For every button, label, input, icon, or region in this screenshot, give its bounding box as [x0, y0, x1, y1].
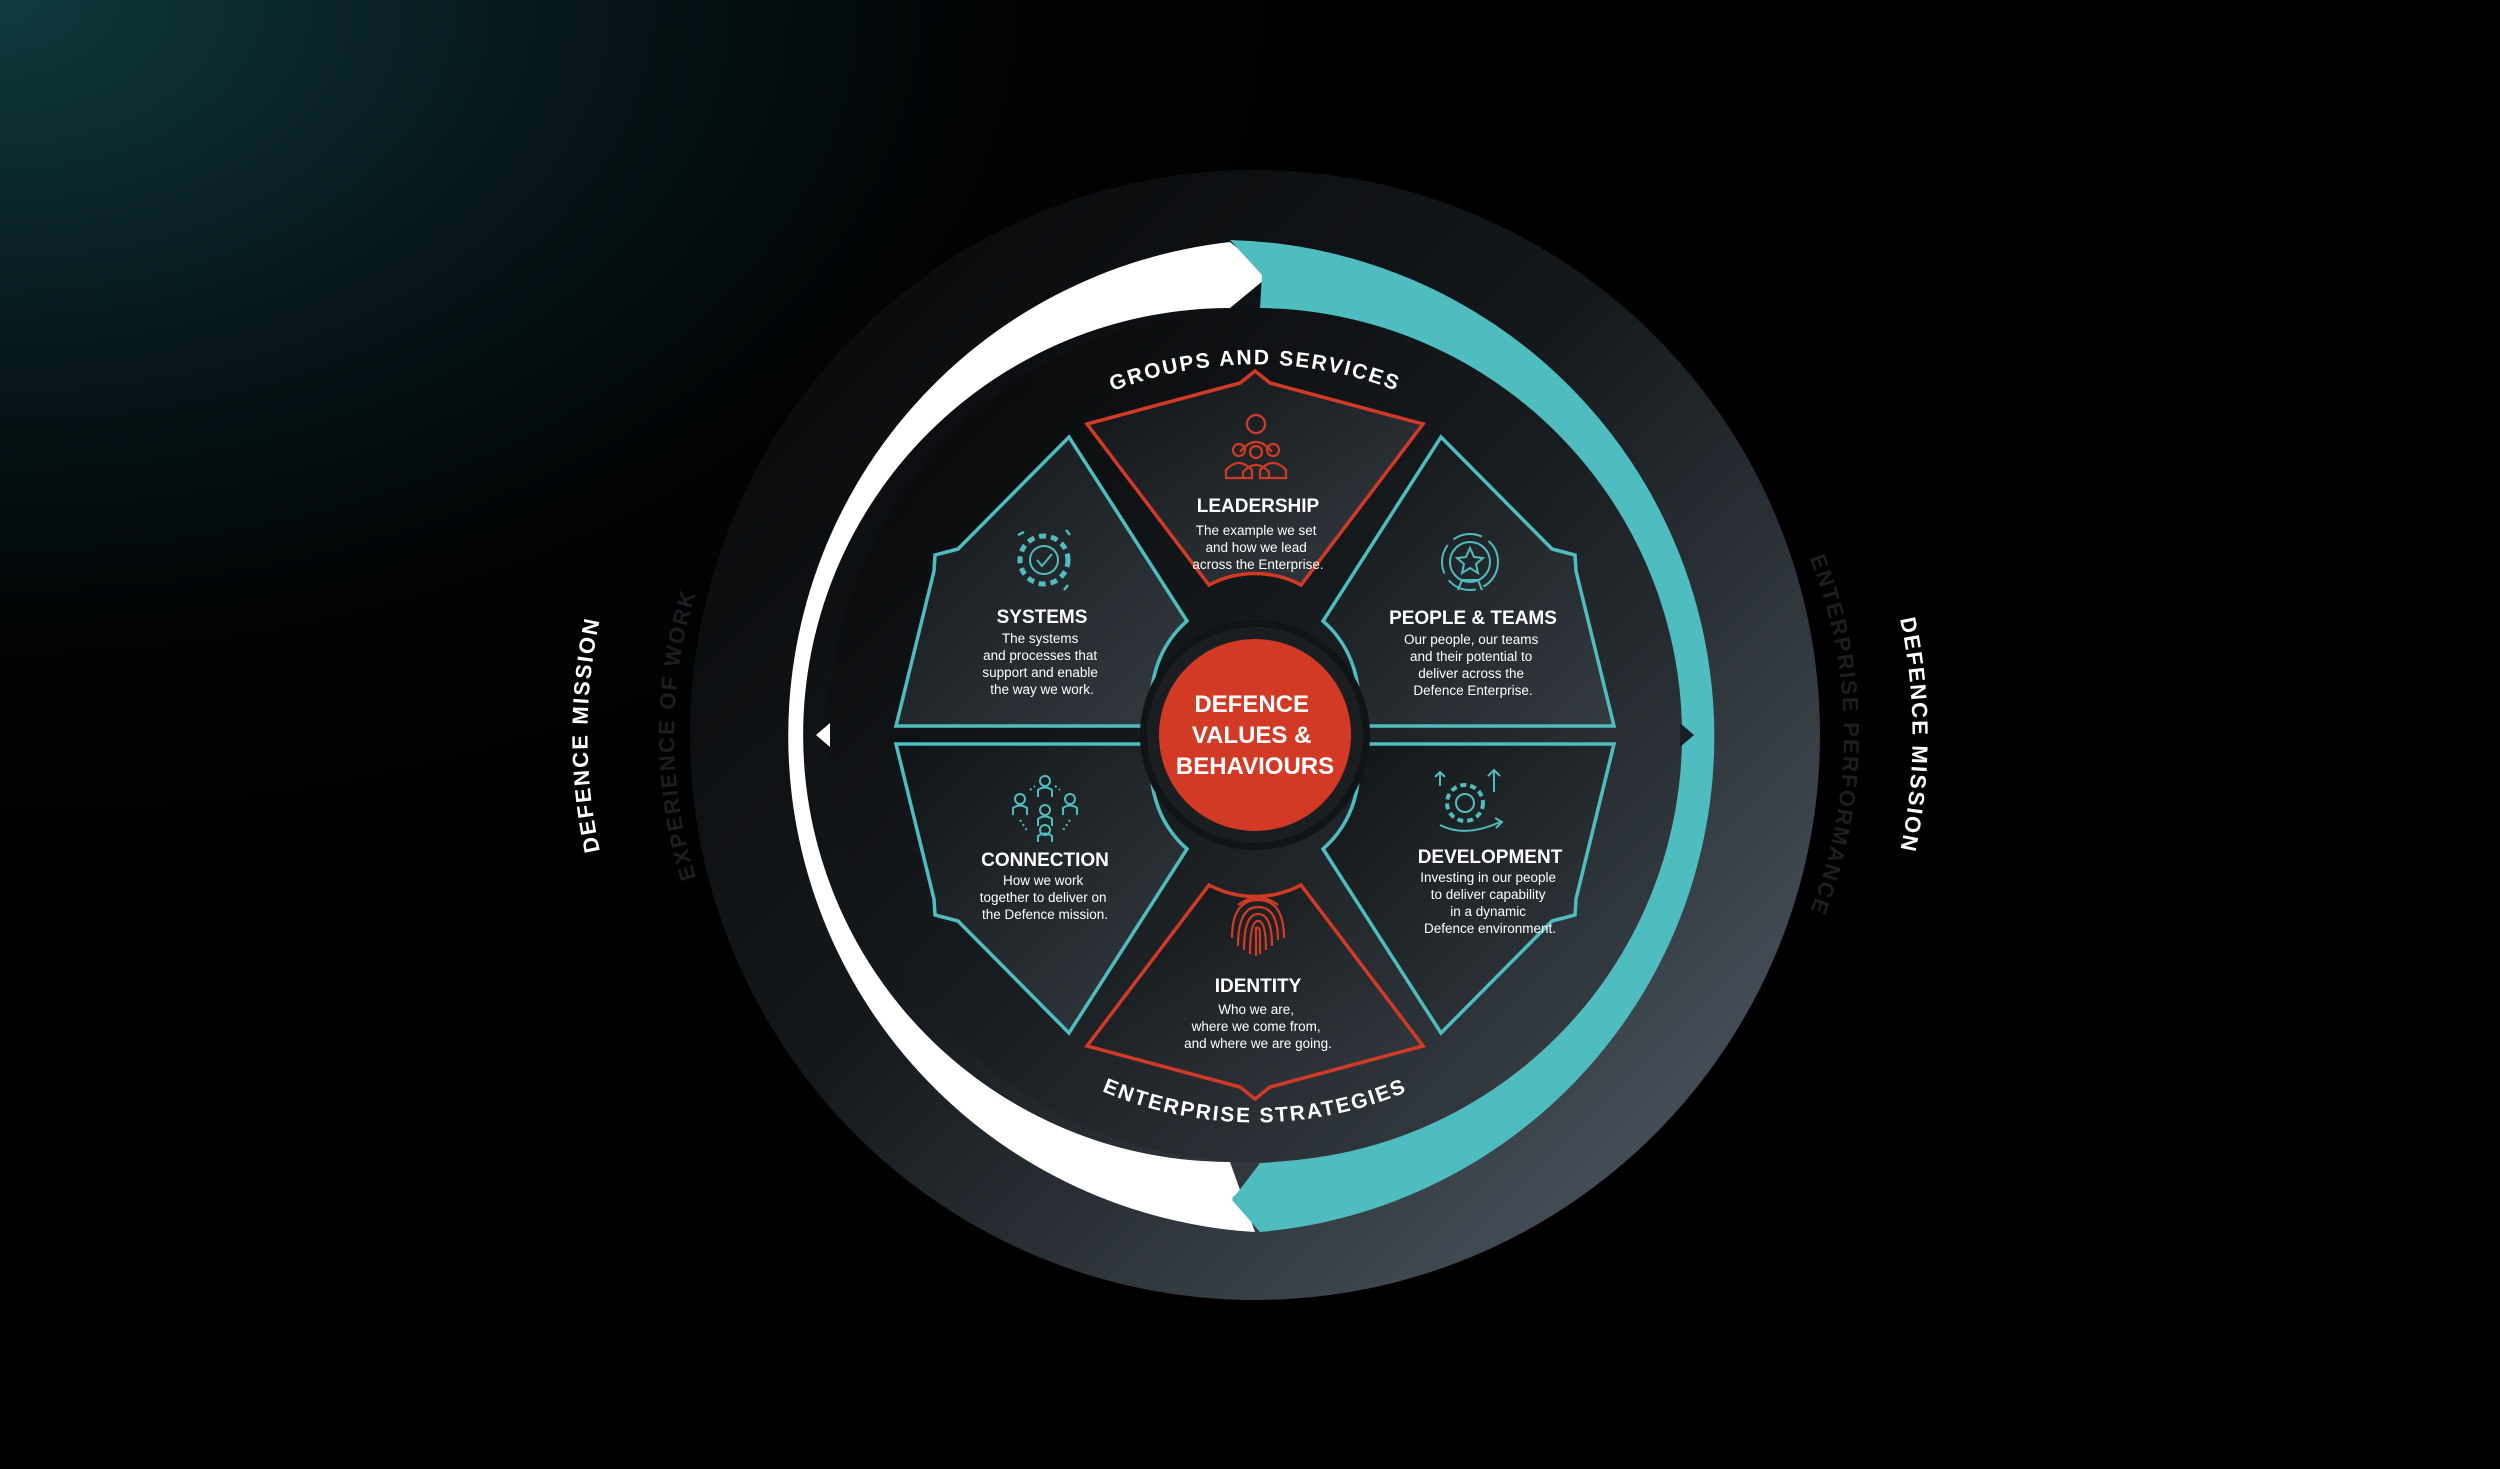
development-line: Investing in our people — [1420, 870, 1556, 885]
systems-description: The systems and processes that support a… — [982, 631, 1101, 697]
leadership-icon — [1224, 413, 1288, 480]
development-title: DEVELOPMENT — [1418, 847, 1563, 868]
connection-people-icon — [1012, 775, 1078, 842]
center-circle — [1159, 639, 1351, 831]
leadership-description: The example we set and how we lead acros… — [1192, 523, 1323, 572]
development-description: Investing in our people to deliver capab… — [1420, 870, 1560, 936]
people-teams-description: Our people, our teams and their potentia… — [1404, 632, 1542, 698]
systems-line: The systems — [1002, 631, 1079, 646]
people-star-icon — [1441, 533, 1499, 591]
development-line: Defence environment. — [1424, 921, 1556, 936]
connection-description: How we work together to deliver on the D… — [980, 873, 1111, 922]
identity-line: where we come from, — [1191, 1019, 1321, 1034]
segment-identity — [1084, 882, 1426, 1102]
segment-leadership — [1084, 368, 1426, 588]
right-pointer — [1680, 723, 1694, 747]
center-label: DEFENCE VALUES & BEHAVIOURS — [1176, 691, 1334, 780]
people-teams-line: Our people, our teams — [1404, 632, 1539, 647]
leadership-line: The example we set — [1196, 523, 1317, 538]
left-pointer — [816, 723, 830, 747]
leadership-title: LEADERSHIP — [1197, 496, 1320, 517]
defence-mission-right-label: DEFENCE MISSION — [1895, 615, 1932, 855]
center-line-2: VALUES & — [1192, 722, 1312, 749]
defence-mission-left-label: DEFENCE MISSION — [567, 615, 604, 855]
people-teams-title: PEOPLE & TEAMS — [1389, 608, 1557, 629]
people-teams-line: and their potential to — [1410, 649, 1532, 664]
leadership-line: across the Enterprise. — [1192, 557, 1323, 572]
development-line: to deliver capability — [1431, 887, 1546, 902]
performance-arrow-head — [1232, 1163, 1268, 1232]
systems-line: the way we work. — [990, 682, 1094, 697]
connection-title: CONNECTION — [981, 850, 1109, 871]
center-line-3: BEHAVIOURS — [1176, 753, 1334, 780]
leadership-line: and how we lead — [1205, 540, 1306, 555]
identity-title: IDENTITY — [1215, 976, 1302, 997]
identity-line: Who we are, — [1218, 1002, 1294, 1017]
people-teams-line: deliver across the — [1418, 666, 1524, 681]
systems-line: support and enable — [982, 665, 1098, 680]
systems-title: SYSTEMS — [997, 607, 1088, 628]
people-teams-line: Defence Enterprise. — [1413, 683, 1532, 698]
identity-line: and where we are going. — [1184, 1036, 1332, 1051]
connection-line: together to deliver on — [980, 890, 1107, 905]
development-gear-icon — [1434, 768, 1504, 832]
fingerprint-icon — [1230, 896, 1286, 956]
center-line-1: DEFENCE — [1194, 691, 1309, 718]
identity-description: Who we are, where we come from, and wher… — [1184, 1002, 1332, 1051]
systems-gear-check-icon — [1017, 529, 1071, 591]
development-line: in a dynamic — [1450, 904, 1526, 919]
connection-line: How we work — [1003, 873, 1084, 888]
connection-line: the Defence mission. — [982, 907, 1108, 922]
systems-line: and processes that — [983, 648, 1097, 663]
